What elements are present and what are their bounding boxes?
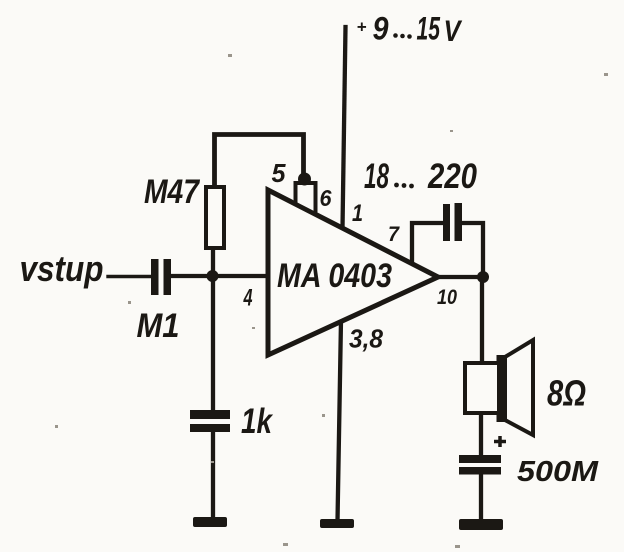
svg-text:7: 7 [388, 223, 400, 246]
svg-text:5: 5 [272, 158, 287, 188]
svg-text:9: 9 [373, 11, 389, 47]
svg-text:8Ω: 8Ω [547, 373, 586, 414]
svg-text:15: 15 [417, 11, 441, 47]
svg-text:M1: M1 [137, 307, 180, 345]
svg-text:1: 1 [352, 200, 363, 227]
svg-text:MA 0403: MA 0403 [277, 257, 392, 295]
svg-text:500M: 500M [517, 456, 599, 488]
svg-text:18: 18 [364, 157, 389, 196]
svg-text:3,8: 3,8 [349, 324, 383, 354]
svg-text:vstup: vstup [20, 248, 104, 289]
svg-text:6: 6 [320, 185, 332, 211]
svg-text:4: 4 [243, 285, 253, 312]
svg-text:10: 10 [437, 286, 457, 309]
svg-text:M47: M47 [144, 173, 201, 211]
svg-text:+: + [357, 18, 367, 37]
svg-text:V: V [444, 15, 464, 48]
svg-text:220: 220 [427, 157, 477, 196]
svg-text:1k: 1k [241, 402, 273, 441]
